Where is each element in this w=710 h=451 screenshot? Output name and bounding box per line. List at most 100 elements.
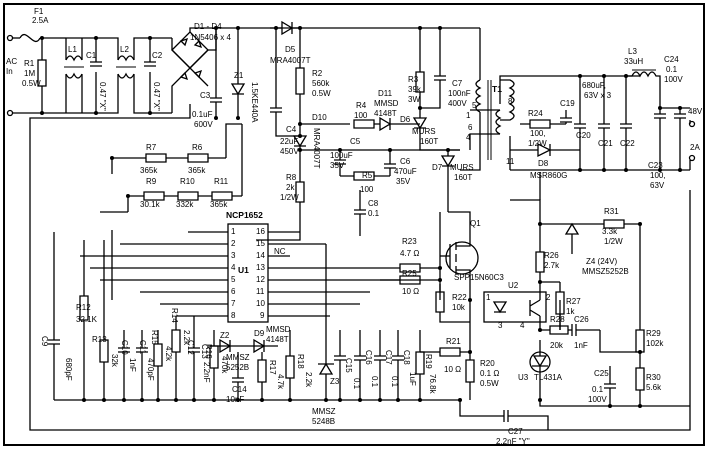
label-r25: R25 [402, 269, 417, 278]
label-l3: L3 [628, 47, 637, 56]
label-ac: AC [6, 57, 17, 66]
out-terminal-pos [688, 120, 696, 128]
label-r10-val: 332k [176, 200, 194, 209]
label-nc: NC [274, 247, 286, 256]
label-c14-val: 10nF [226, 395, 244, 404]
labels: F1 2.5A AC In R1 1M 0.5W L1 C1 0.47 "X" … [6, 7, 703, 446]
pin-3: 3 [231, 251, 236, 260]
label-l1: L1 [68, 45, 77, 54]
label-z2-v2: 5252B [226, 363, 249, 372]
label-ic: NCP1652 [226, 210, 263, 220]
label-r31: R31 [604, 207, 619, 216]
pin-4: 4 [231, 263, 236, 272]
label-r27-val: 1k [566, 307, 575, 316]
label-d6-v1: MURS [412, 127, 436, 136]
label-z2: Z2 [220, 331, 230, 340]
label-r13: R13 [92, 335, 107, 344]
label-c3-v1: 0.1uF [192, 110, 213, 119]
label-r2-v1: 560k [312, 79, 330, 88]
label-r2: R2 [312, 69, 323, 78]
label-r29: R29 [646, 329, 661, 338]
label-z3: Z3 [330, 377, 340, 386]
label-c11: C11 [138, 340, 147, 355]
label-u2-pin2: 2 [546, 293, 551, 302]
label-c4: C4 [286, 125, 297, 134]
label-r4: R4 [356, 101, 367, 110]
pin-5: 5 [231, 275, 236, 284]
label-u3-val: TL431A [534, 373, 563, 382]
label-r24: R24 [528, 109, 543, 118]
label-c11-val: 470pF [146, 358, 155, 381]
label-r14-val: 2.2k [182, 330, 191, 346]
label-d9-v1: MMSD [266, 325, 291, 334]
label-r23: R23 [402, 237, 417, 246]
label-c6-v1: 470uF [394, 167, 417, 176]
label-c1-val: 0.47 "X" [98, 82, 107, 111]
label-r28-val: 20k [550, 341, 564, 350]
label-r9-val: 30.1k [140, 200, 161, 209]
label-r15: R15 [150, 330, 159, 345]
label-r31-v1: 3.3k [602, 227, 618, 236]
label-d6-v2: 160T [420, 137, 438, 146]
pin-1: 1 [231, 227, 236, 236]
label-r8-v2: 1/2W [280, 193, 299, 202]
label-c2: C2 [152, 51, 163, 60]
label-d11: D11 [378, 89, 393, 98]
label-ac-in: In [6, 67, 13, 76]
wiring [12, 20, 691, 431]
fuse-f1 [19, 33, 41, 43]
label-c26: C26 [574, 315, 589, 324]
label-r17: R17 [268, 360, 277, 375]
label-c1: C1 [86, 51, 97, 60]
label-r6-val: 365k [188, 166, 206, 175]
label-cout-v2: 63V x 3 [584, 91, 612, 100]
label-r30-val: 5.6k [646, 383, 662, 392]
label-r20-v2: 0.5W [480, 379, 499, 388]
label-r11-val: 365k [210, 200, 228, 209]
label-r16: R16 [204, 344, 213, 359]
label-c25-v1: 0.1 [592, 385, 604, 394]
label-r21: R21 [446, 337, 461, 346]
label-c3: C3 [200, 91, 211, 100]
label-c27: C27 [508, 427, 523, 436]
label-z1-val: 1.5KE440A [250, 82, 259, 123]
label-d11-v1: MMSD [374, 99, 399, 108]
pin-16: 16 [256, 227, 265, 236]
label-r12: R12 [76, 303, 91, 312]
label-d10-val: MRA4007T [312, 128, 321, 169]
label-r27: R27 [566, 297, 581, 306]
label-c23-v1: 100, [650, 171, 666, 180]
label-c26-val: 1nF [574, 341, 588, 350]
pin-15: 15 [256, 239, 265, 248]
label-c19: C19 [560, 99, 575, 108]
label-r18: R18 [296, 354, 305, 369]
label-r8-v1: 2k [286, 183, 295, 192]
label-d7-v1: MURS [450, 163, 474, 172]
pin-12: 12 [256, 275, 265, 284]
label-r11: R11 [214, 177, 229, 186]
label-l2: L2 [120, 45, 129, 54]
label-d10: D10 [312, 113, 327, 122]
label-d5: D5 [285, 45, 296, 54]
junctions [40, 26, 682, 408]
label-r1-v1: 1M [24, 69, 35, 78]
label-d8-val: MSR860G [530, 171, 567, 180]
label-r10: R10 [180, 177, 195, 186]
label-z2-v1: MMSZ [226, 353, 250, 362]
pin-11: 11 [256, 287, 265, 296]
pin-10: 10 [256, 299, 265, 308]
label-r24-v2: 1/2W [528, 139, 547, 148]
label-r3-v1: 39k [408, 85, 422, 94]
label-c23-v2: 63V [650, 181, 665, 190]
label-r25-val: 10 Ω [402, 287, 419, 296]
label-tpin-11: 11 [506, 157, 515, 166]
label-r12-val: 32.1K [76, 315, 98, 324]
label-c16-val: 0.1 [370, 376, 379, 388]
label-q1-val: SPP15N60C3 [454, 273, 504, 282]
label-out-i: 2A [690, 143, 700, 152]
label-c25: C25 [594, 369, 609, 378]
label-r9: R9 [146, 177, 157, 186]
label-r23-val: 4.7 Ω [400, 249, 419, 258]
label-z4-val: MMSZ5252B [582, 267, 629, 276]
label-c21: C21 [598, 139, 613, 148]
